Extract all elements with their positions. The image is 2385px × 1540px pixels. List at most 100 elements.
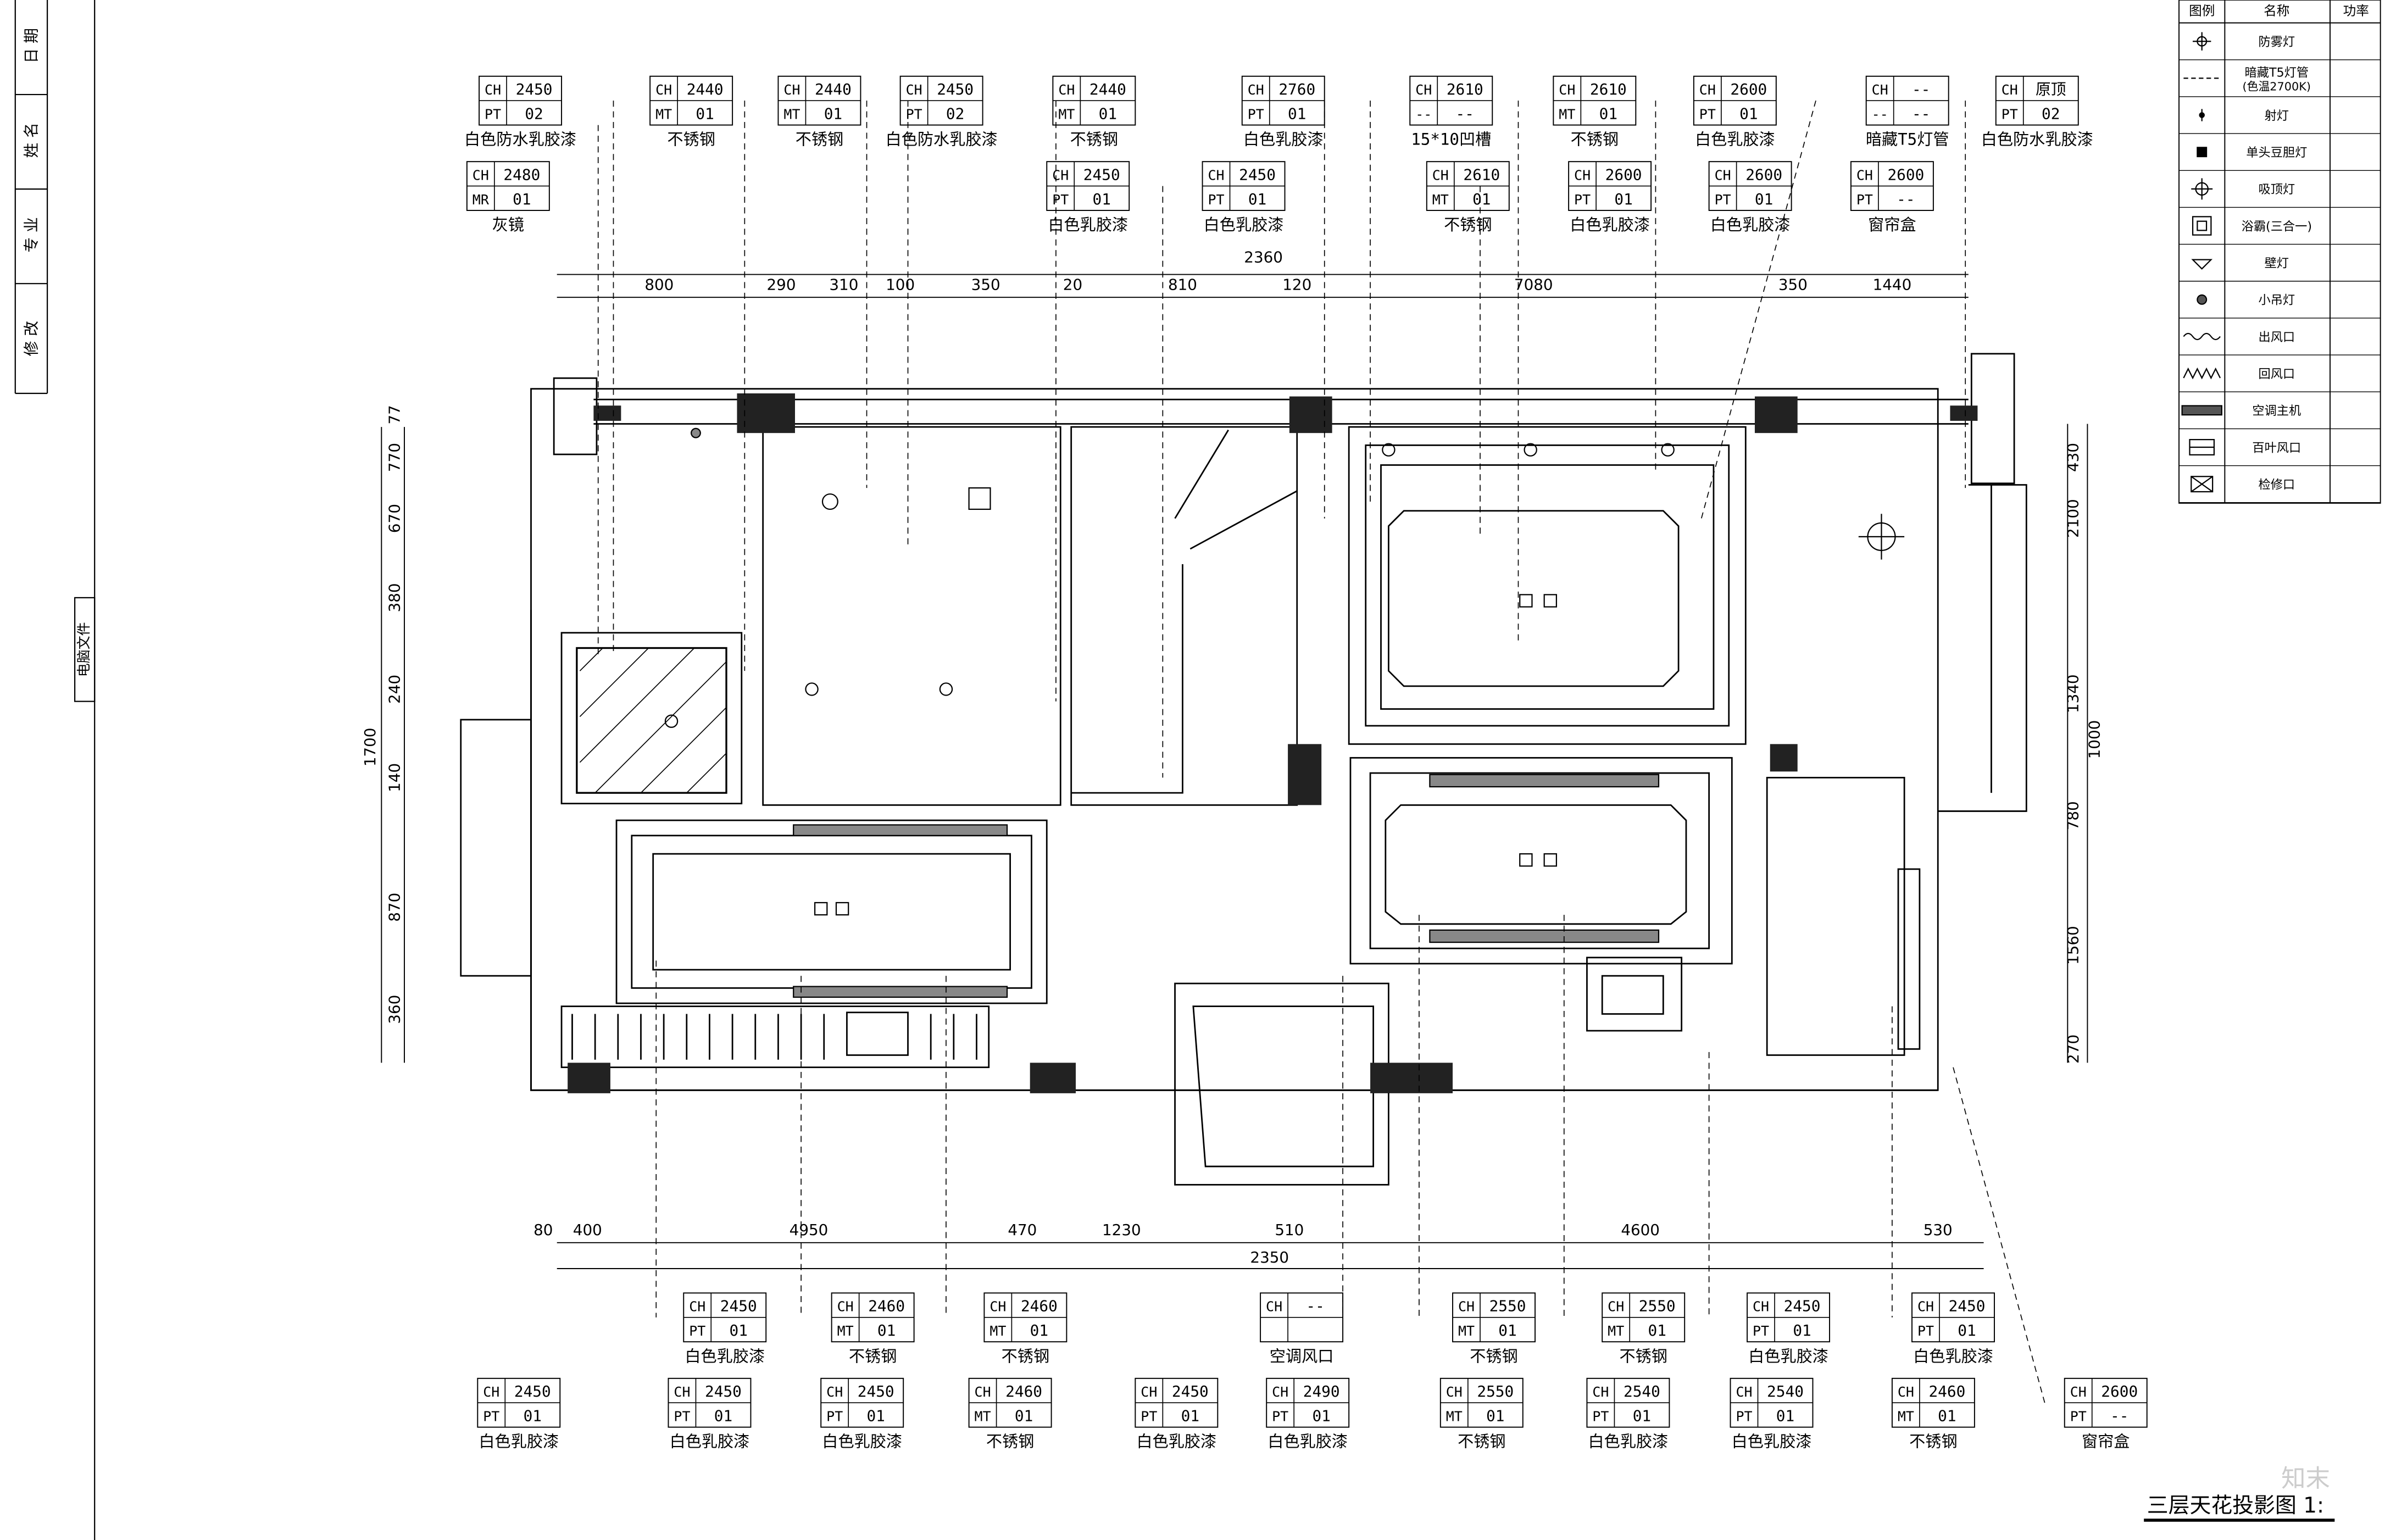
dimension-label: 4600 <box>1621 1221 1660 1239</box>
dimension-label: 1230 <box>1102 1221 1141 1239</box>
tag-material-number: 01 <box>1486 1407 1504 1425</box>
tag-ceiling-height: 2480 <box>503 165 540 184</box>
legend-header: 图例 <box>2189 3 2215 19</box>
tag-ceiling-height: 2450 <box>516 80 553 98</box>
dimension-label: 2100 <box>2064 499 2082 538</box>
tag-material-number: 02 <box>2042 104 2060 123</box>
dimension-label: 470 <box>1008 1221 1037 1239</box>
dimension-label: 80 <box>533 1221 553 1239</box>
tag-material-number: 01 <box>1776 1407 1794 1425</box>
pendant-icon <box>2197 294 2208 305</box>
tag-ch-label: CH <box>1917 1299 1934 1315</box>
tag-ceiling-height: 2450 <box>705 1382 742 1400</box>
tag-ch-label: CH <box>1266 1299 1282 1315</box>
material-tag: CH--空调风口 <box>1260 1292 1344 1365</box>
tag-material-name: 不锈钢 <box>1470 1347 1517 1365</box>
tag-ch-label: CH <box>1058 82 1075 98</box>
tag-ch-label: CH <box>906 82 922 98</box>
tag-material-number: 01 <box>866 1407 885 1425</box>
tag-ceiling-height: 2450 <box>858 1382 894 1400</box>
legend-item-name: 百叶风口 <box>2252 441 2301 455</box>
dimension-label: 77 <box>386 405 404 424</box>
tag-material-number: 02 <box>946 104 964 123</box>
tag-material-code: PT <box>1715 192 1731 208</box>
tag-ch-label: CH <box>1608 1299 1624 1315</box>
tag-ceiling-height: 2450 <box>1949 1297 1986 1315</box>
tag-material-name: 暗藏T5灯管 <box>1866 130 1949 149</box>
legend-header: 功率 <box>2343 3 2369 19</box>
dimension-label: 670 <box>386 504 404 533</box>
legend-item-name: 射灯 <box>2265 109 2289 123</box>
dimension-label: 1560 <box>2064 926 2082 965</box>
dimension-label: 270 <box>2064 1035 2082 1064</box>
tag-material-name: 白色乳胶漆 <box>1048 215 1128 234</box>
dimension-label: 400 <box>573 1221 602 1239</box>
tag-ch-label: CH <box>1715 167 1731 183</box>
tag-ch-label: CH <box>1458 1299 1475 1315</box>
tag-ceiling-height: 2760 <box>1278 80 1315 98</box>
tag-material-number: 01 <box>1181 1407 1199 1425</box>
dimension-label: 2360 <box>1244 248 1283 266</box>
tag-ceiling-height: 2540 <box>1624 1382 1660 1400</box>
legend-item-name: 空调主机 <box>2252 404 2301 418</box>
tag-material-name: 不锈钢 <box>1070 130 1118 149</box>
tag-ch-label: CH <box>1446 1384 1463 1400</box>
tag-ch-label: CH <box>1592 1384 1609 1400</box>
tag-material-number: 01 <box>714 1407 732 1425</box>
drawing-title: 三层天花投影图 1: <box>2147 1493 2324 1518</box>
title-block-discipline: 专 业 <box>23 217 41 252</box>
tag-ceiling-height: 2600 <box>1887 165 1924 184</box>
tag-ceiling-height: 2600 <box>1730 80 1767 98</box>
tag-ch-label: CH <box>1856 167 1873 183</box>
legend-item-name: 防雾灯 <box>2258 35 2295 49</box>
tag-material-code: PT <box>1248 106 1264 122</box>
dimension-label: 1700 <box>361 728 379 767</box>
tag-material-code: -- <box>1415 106 1432 122</box>
tag-material-code: MT <box>837 1323 854 1339</box>
tag-material-name: 不锈钢 <box>986 1432 1034 1451</box>
tag-material-code: PT <box>1141 1409 1157 1425</box>
tag-ch-label: CH <box>674 1384 690 1400</box>
tag-ceiling-height: 2450 <box>514 1382 551 1400</box>
dimension-label: 510 <box>1275 1221 1304 1239</box>
tag-material-code: MT <box>1446 1409 1463 1425</box>
tag-ceiling-height: 2460 <box>1928 1382 1965 1400</box>
legend-item-name: 回风口 <box>2258 367 2295 381</box>
dimension-label: 290 <box>767 275 796 293</box>
tag-ceiling-height: 2460 <box>1021 1297 1058 1315</box>
dimension-label: 1340 <box>2064 674 2082 713</box>
tag-material-number: -- <box>2110 1407 2128 1425</box>
tag-material-code: PT <box>1592 1409 1609 1425</box>
tag-ceiling-height: 2610 <box>1590 80 1627 98</box>
tag-material-name: 15*10凹槽 <box>1411 130 1491 149</box>
tag-material-name: 窗帘盒 <box>1868 215 1916 234</box>
dimension-label: 360 <box>386 995 404 1024</box>
tag-material-name: 空调风口 <box>1270 1347 1334 1365</box>
tag-material-code: PT <box>906 106 922 122</box>
tag-ceiling-height: 2440 <box>815 80 852 98</box>
dimension-label: 140 <box>386 763 404 792</box>
supply-vent-icon <box>2183 332 2221 341</box>
tag-material-name: 白色乳胶漆 <box>685 1347 765 1365</box>
legend-item-name: 暗藏T5灯管 <box>2245 66 2309 80</box>
dimension-label: 530 <box>1923 1221 1953 1239</box>
tag-ch-label: CH <box>1736 1384 1752 1400</box>
dimension-label: 240 <box>386 675 404 704</box>
dimension-label: 350 <box>1778 275 1808 293</box>
tag-material-code: -- <box>1872 106 1888 122</box>
tag-material-name: 不锈钢 <box>1571 130 1619 149</box>
tag-material-number: 01 <box>1599 104 1617 123</box>
tag-ceiling-height: 2450 <box>937 80 974 98</box>
tag-material-number: 01 <box>1472 190 1491 208</box>
tag-ceiling-height: 原顶 <box>2036 80 2066 98</box>
